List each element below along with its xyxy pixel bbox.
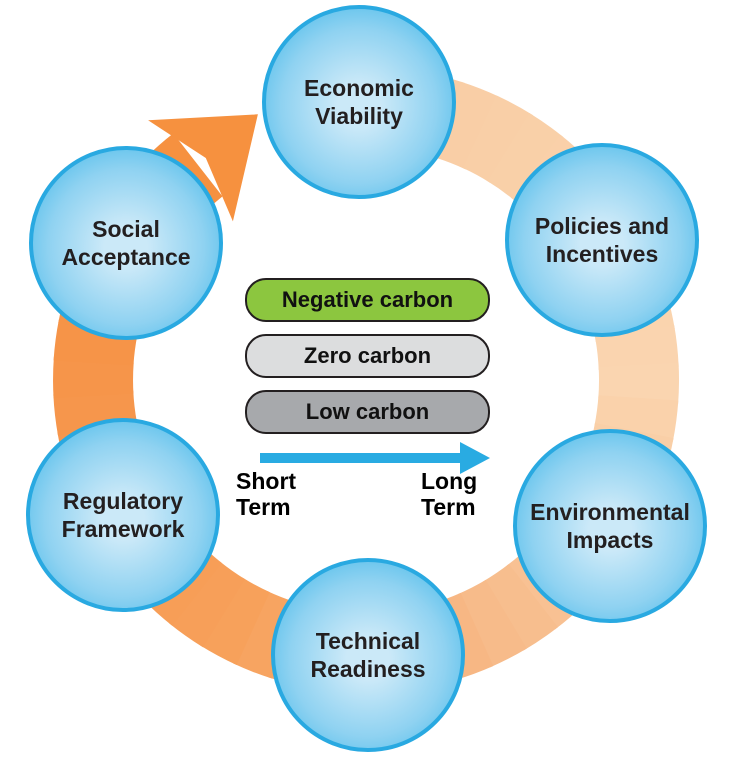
node-label-line: Environmental [530, 498, 690, 525]
level-pill-negative-carbon: Negative carbon [245, 278, 490, 322]
node-label-line: Impacts [566, 527, 654, 553]
node-policies-incentives: Policies and Incentives [505, 143, 699, 337]
node-label-line: Readiness [310, 656, 426, 682]
node-label-line: Regulatory [62, 487, 184, 514]
level-pill-label: Negative carbon [281, 287, 454, 312]
node-label-line: Policies and [534, 212, 670, 239]
level-pill-label: Zero carbon [303, 343, 432, 368]
level-pill-low-carbon: Low carbon [245, 390, 490, 434]
level-pill-label: Low carbon [305, 399, 430, 424]
level-pill-zero-carbon: Zero carbon [245, 334, 490, 378]
timeline-arrowhead-icon [460, 442, 490, 474]
node-label-line: Social [92, 215, 160, 242]
timeline-arrow-icon [260, 442, 490, 474]
short-term-label: Short Term [236, 468, 297, 520]
node-label-line: Incentives [545, 241, 659, 267]
node-regulatory-framework: Regulatory Framework [26, 418, 220, 612]
node-label-line: Acceptance [61, 244, 191, 270]
node-label-line: Technical [315, 627, 421, 654]
node-economic-viability: Economic Viability [262, 5, 456, 199]
long-term-label: Long Term [421, 468, 478, 520]
node-label-line: Economic [304, 74, 414, 101]
node-label-line: Framework [61, 516, 185, 542]
node-label-line: Viability [315, 103, 403, 129]
node-social-acceptance: Social Acceptance [29, 146, 223, 340]
node-technical-readiness: Technical Readiness [271, 558, 465, 752]
node-environmental-impacts: Environmental Impacts [513, 429, 707, 623]
timeline-arrow-shaft [260, 453, 461, 463]
